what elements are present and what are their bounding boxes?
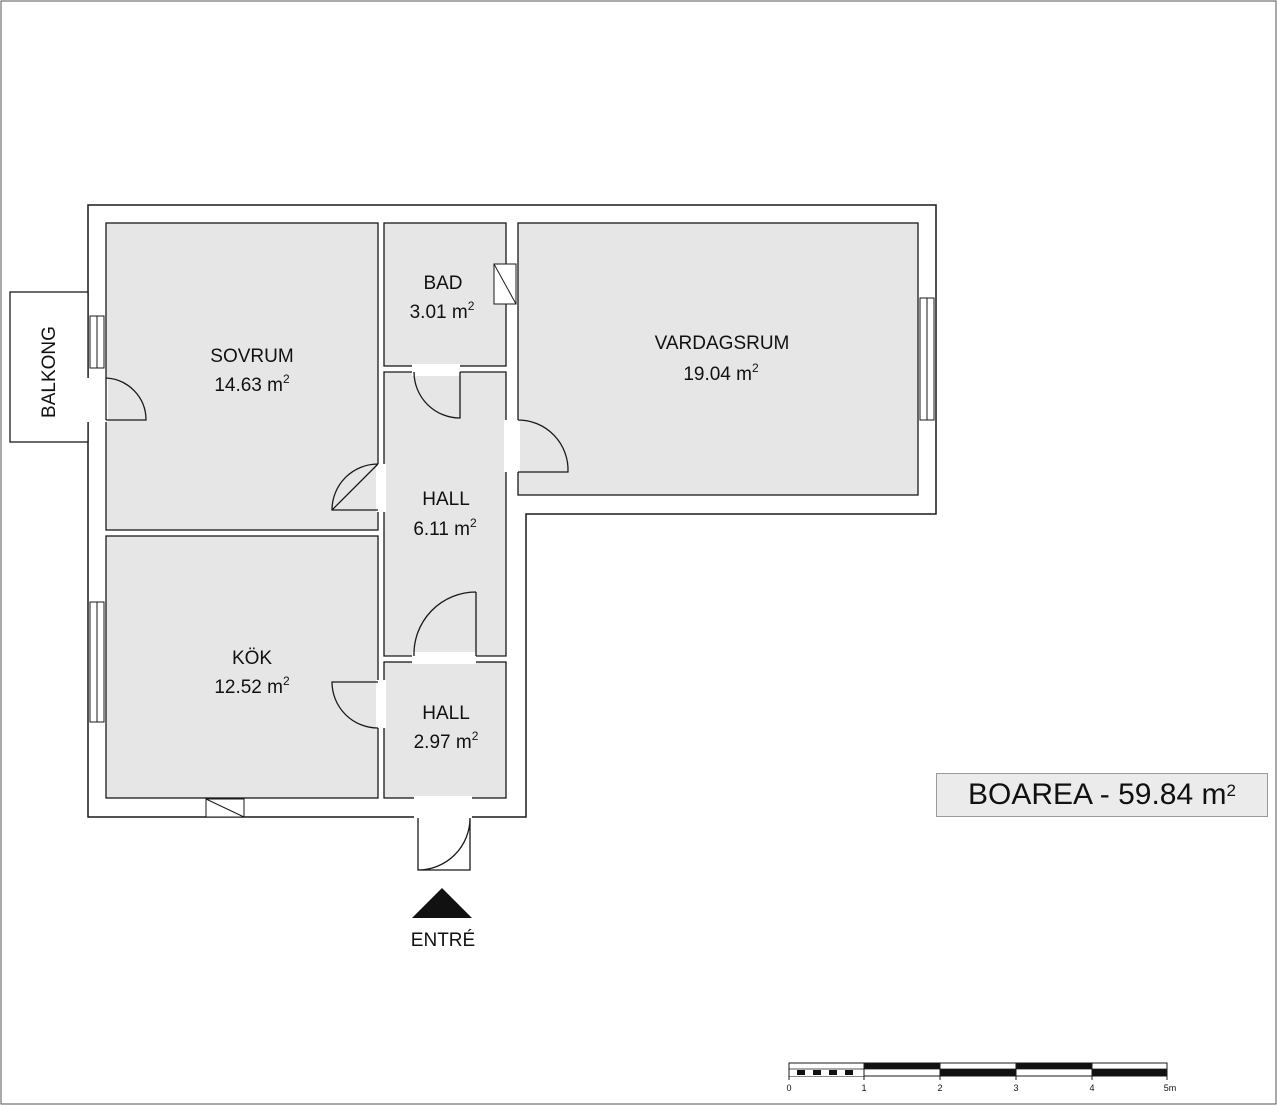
room-area-kok: 12.52 m2 — [214, 674, 290, 698]
room-name-hall-lower: HALL — [422, 703, 470, 724]
door-openings — [86, 364, 520, 820]
area-exponent: 2 — [470, 516, 477, 530]
door-hall-inner — [413, 591, 477, 657]
room-vardagsrum — [517, 222, 919, 496]
room-area-hall-upper: 6.11 m2 — [413, 516, 477, 540]
scale-tick-4: 4 — [1089, 1083, 1094, 1093]
balcony — [9, 291, 89, 443]
door-swings — [105, 371, 569, 871]
balcony-label: BALKONG — [39, 326, 60, 418]
area-exponent: 2 — [468, 299, 475, 313]
scale-tick-1: 1 — [861, 1083, 866, 1093]
room-labels: BAD 3.01 m2 SOVRUM 14.63 m2 VARDAGSRUM 1… — [210, 273, 789, 753]
room-hall-upper-floor — [383, 371, 507, 657]
room-name-bad: BAD — [423, 273, 462, 294]
room-bad — [383, 222, 507, 367]
room-area-vardagsrum: 19.04 m2 — [683, 361, 759, 385]
scale-bar: 0 1 2 3 4 5m — [786, 1062, 1177, 1093]
room-name-hall-upper: HALL — [422, 489, 470, 510]
room-hall-lower — [383, 661, 507, 799]
scale-tick-2: 2 — [937, 1083, 942, 1093]
door-entry — [417, 817, 471, 871]
room-area-sovrum: 14.63 m2 — [214, 372, 290, 396]
room-sovrum — [105, 222, 379, 531]
area-exponent: 2 — [752, 361, 759, 375]
windows — [89, 263, 935, 818]
total-area-label: BOAREA - 59.84 m — [968, 778, 1227, 811]
room-name-kok: KÖK — [232, 648, 272, 669]
door-kok — [331, 681, 379, 729]
room-name-sovrum: SOVRUM — [210, 346, 293, 367]
entry-arrow-icon — [412, 888, 472, 918]
area-exponent: 2 — [472, 729, 479, 743]
scale-tick-3: 3 — [1013, 1083, 1018, 1093]
door-balcony — [105, 377, 147, 421]
entry-label: ENTRÉ — [411, 930, 475, 951]
room-area-bad: 3.01 m2 — [410, 299, 475, 323]
scale-tick-0: 0 — [786, 1083, 791, 1093]
area-exponent: 2 — [283, 372, 290, 386]
room-kok — [105, 535, 379, 799]
room-name-vardagsrum: VARDAGSRUM — [655, 333, 790, 354]
door-bad — [413, 371, 461, 419]
door-vardagsrum — [517, 419, 569, 473]
total-area-exponent: 2 — [1226, 781, 1236, 800]
room-area-hall-lower: 2.97 m2 — [414, 729, 479, 753]
scale-tick-5: 5m — [1164, 1083, 1177, 1093]
area-exponent: 2 — [283, 674, 290, 688]
door-sovrum — [331, 463, 379, 511]
